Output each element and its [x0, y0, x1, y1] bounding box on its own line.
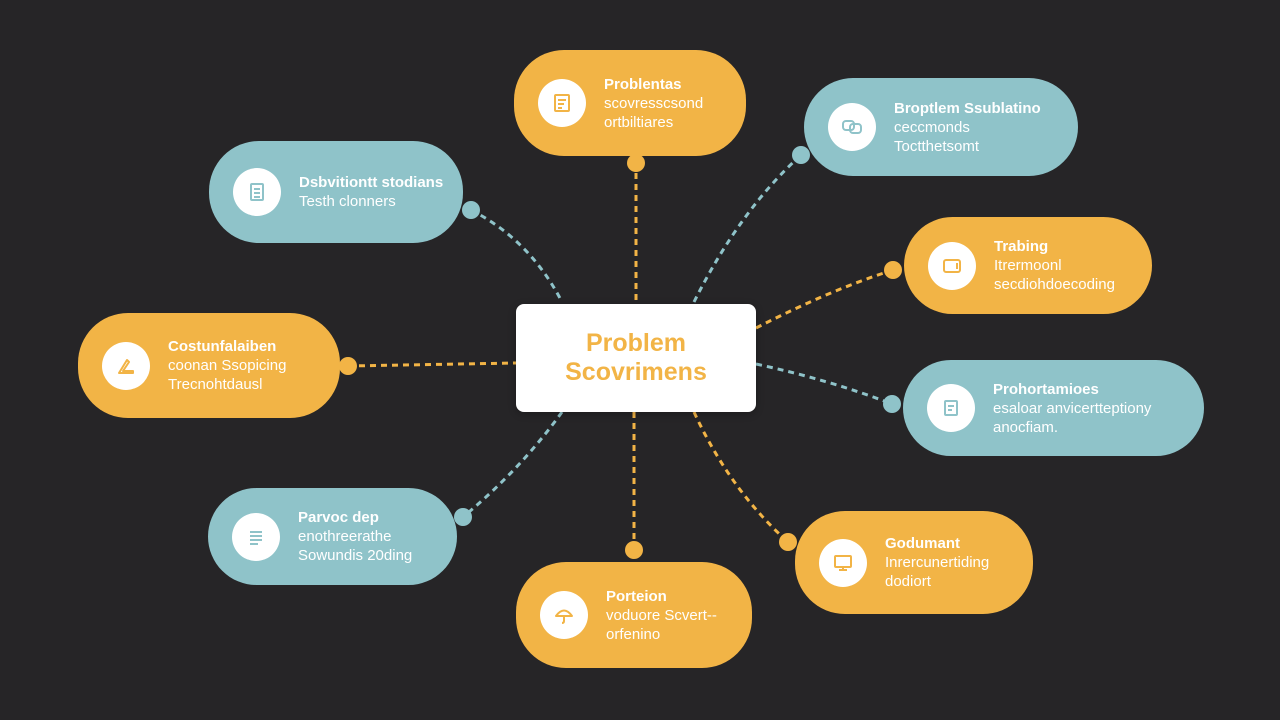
node-left-middle-line-3: Trecnohtdausl	[168, 376, 263, 393]
central-topic-line-1: Problem	[585, 329, 687, 357]
node-top-right-line-3: Toctthetsomt	[894, 137, 980, 155]
node-right-upper-text: Trabing Itrermoonl secdiohdoecoding	[994, 237, 1115, 294]
note-icon	[927, 384, 975, 432]
list-icon	[233, 168, 281, 216]
node-bottom-text: Porteion voduore Scvert-- orfenino	[606, 587, 717, 644]
node-top-title: Problentas	[604, 75, 682, 93]
node-top-right-text: Broptlem Ssublatino ceccmonds Toctthetso…	[894, 99, 1041, 156]
monitor-icon	[819, 538, 867, 587]
chat-bubble-icon	[828, 103, 876, 151]
central-topic-box[interactable]: Problem Scovrimens	[516, 304, 756, 412]
connector-left-bottom	[462, 411, 564, 519]
connector-right-bottom	[692, 411, 790, 544]
node-right-bottom-line-3: dodiort	[885, 573, 931, 590]
window-icon	[928, 241, 976, 290]
connector-top-right	[692, 153, 803, 303]
node-left-bottom-text: Parvoc dep enothreerathe Sowundis 20ding	[298, 508, 412, 565]
node-left-top-title: Dsbvitiontt stodians	[299, 174, 444, 191]
node-bottom-line-3: orfenino	[606, 625, 661, 643]
node-left-middle[interactable]: Costunfalaiben coonan Ssopicing Trecnoht…	[78, 313, 340, 418]
connector-right-upper	[755, 268, 894, 330]
node-right-bottom-line-2: Inrercunertiding	[885, 554, 990, 571]
node-right-bottom-text: Godumant Inrercunertiding dodiort	[885, 534, 989, 591]
node-left-top-text: Dsbvitiontt stodians Testh clonners	[299, 173, 443, 211]
node-bottom-title: Porteion	[606, 587, 667, 605]
node-right-upper[interactable]: Trabing Itrermoonl secdiohdoecoding	[904, 217, 1152, 314]
node-left-bottom-title: Parvoc dep	[298, 509, 379, 526]
umbrella-icon	[540, 591, 588, 639]
connector-dot-left-middle	[339, 357, 357, 375]
node-right-bottom-title: Godumant	[885, 535, 960, 552]
document-icon	[538, 79, 586, 127]
node-top-right-line-2: ceccmonds	[894, 118, 970, 136]
checklist-icon	[232, 512, 280, 561]
node-left-top[interactable]: Dsbvitiontt stodians Testh clonners	[209, 141, 463, 243]
connector-right-middle	[755, 362, 893, 406]
node-left-bottom[interactable]: Parvoc dep enothreerathe Sowundis 20ding	[208, 488, 457, 585]
connector-dot-right-bottom	[779, 533, 797, 551]
connector-dot-top-right	[792, 146, 810, 164]
connector-dot-left-bottom	[454, 508, 472, 526]
node-right-bottom[interactable]: Godumant Inrercunertiding dodiort	[795, 511, 1033, 614]
node-top-text: Problentas scovresscsond ortbiltiares	[604, 75, 703, 132]
node-left-bottom-line-2: enothreerathe	[298, 528, 392, 545]
node-left-top-line-2: Testh clonners	[299, 193, 396, 210]
node-right-middle[interactable]: Prohortamioes esaloar anvicertteptiony a…	[903, 360, 1204, 456]
connector-dot-bottom	[625, 541, 643, 559]
node-top-line-3: ortbiltiares	[604, 113, 674, 131]
central-topic-line-2: Scovrimens	[565, 358, 707, 386]
connector-dot-right-middle	[883, 395, 901, 413]
connector-dot-right-upper	[884, 261, 902, 279]
node-right-upper-line-3: secdiohdoecoding	[994, 276, 1115, 293]
node-right-middle-title: Prohortamioes	[993, 380, 1099, 398]
node-bottom-line-2: voduore Scvert--	[606, 606, 717, 624]
node-right-upper-title: Trabing	[994, 238, 1049, 255]
node-left-middle-text: Costunfalaiben coonan Ssopicing Trecnoht…	[168, 337, 286, 394]
ruler-triangle-icon	[102, 341, 150, 390]
node-bottom[interactable]: Porteion voduore Scvert-- orfenino	[516, 562, 752, 668]
connector-dot-top	[627, 154, 645, 172]
node-left-bottom-line-3: Sowundis 20ding	[298, 547, 413, 564]
node-top-right[interactable]: Broptlem Ssublatino ceccmonds Toctthetso…	[804, 78, 1078, 176]
node-right-middle-line-2: esaloar anvicertteptiony	[993, 399, 1152, 417]
connector-left-middle	[347, 361, 517, 368]
node-right-middle-line-3: anocfiam.	[993, 418, 1059, 436]
connector-left-top	[470, 208, 564, 303]
node-left-middle-title: Costunfalaiben	[168, 338, 277, 355]
node-top[interactable]: Problentas scovresscsond ortbiltiares	[514, 50, 746, 156]
node-right-middle-text: Prohortamioes esaloar anvicertteptiony a…	[993, 380, 1151, 437]
node-left-middle-line-2: coonan Ssopicing	[168, 357, 287, 374]
connector-dot-left-top	[462, 201, 480, 219]
node-top-line-2: scovresscsond	[604, 94, 704, 112]
node-right-upper-line-2: Itrermoonl	[994, 257, 1062, 274]
node-top-right-title: Broptlem Ssublatino	[894, 99, 1041, 117]
